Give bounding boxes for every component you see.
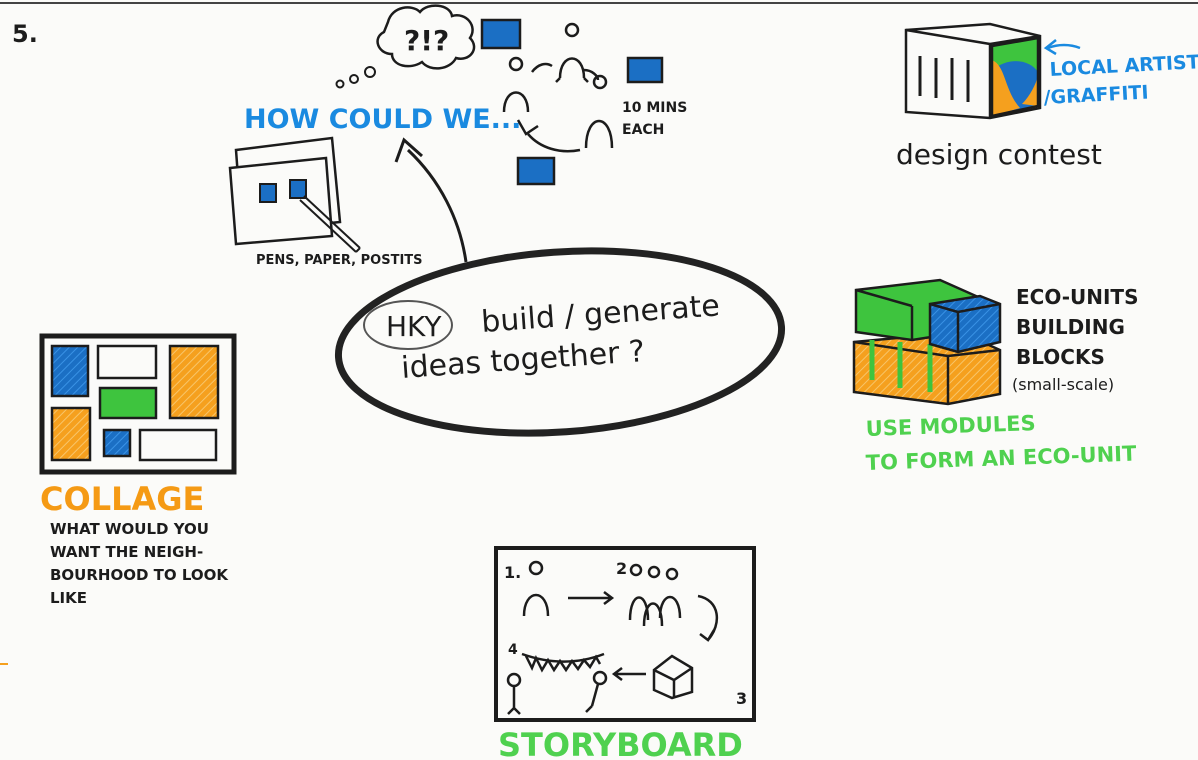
how-could-we-section: HOW COULD WE... ?!? 10 MINS EACH (244, 4, 687, 186)
eco-units-section: ECO-UNITS BUILDING BLOCKS (small-scale) … (852, 278, 1138, 475)
collage-desc-1: WHAT WOULD YOU (50, 520, 209, 538)
eco-units-line-3: BLOCKS (1016, 345, 1105, 369)
cycle-arrow-head (516, 119, 539, 136)
eco-units-caption-2: TO FORM AN ECO-UNIT (865, 442, 1137, 475)
blue-module-icon (928, 294, 1002, 354)
cycle-arrow (531, 62, 553, 73)
person-icon (585, 670, 608, 713)
thought-dot (364, 66, 376, 78)
sticky-note-icon (516, 156, 556, 186)
eco-units-line-4: (small-scale) (1012, 375, 1114, 394)
how-could-we-heading: HOW COULD WE... (244, 104, 521, 135)
page-number: 5. (12, 20, 38, 48)
thought-bubble (376, 4, 476, 70)
storyboard-step-3: 3 (736, 689, 747, 708)
hky-label: HKY (386, 310, 442, 343)
cycle-arrow (527, 133, 581, 153)
sticky-note-icon (480, 18, 522, 50)
graffiti-label: /GRAFFITI (1043, 82, 1149, 109)
arrow-head (394, 137, 423, 163)
postit-icon (289, 179, 307, 199)
local-artist-label: LOCAL ARTIST (1049, 51, 1198, 81)
annotation-arrow (1047, 43, 1081, 50)
arrow-icon (697, 594, 719, 642)
thought-dot (349, 74, 359, 84)
materials-section: PENS, PAPER, POSTITS (228, 136, 423, 268)
storyboard-title: STORYBOARD (498, 726, 743, 760)
eco-units-line-2: BUILDING (1016, 315, 1125, 339)
storyboard-step-4: 4 (508, 642, 518, 658)
hky-circle (363, 300, 453, 350)
person-icon (584, 74, 614, 149)
collage-desc-3: BOURHOOD TO LOOK (50, 566, 229, 584)
house-icon (652, 654, 694, 700)
paper-icon (228, 156, 334, 246)
cycle-arrow (583, 68, 600, 81)
storyboard-step-1: 1. (504, 563, 521, 582)
thought-dot (335, 79, 345, 89)
central-ellipse (334, 247, 786, 437)
collage-title: COLLAGE (40, 480, 204, 518)
arrow-icon (611, 667, 646, 681)
person-icon (555, 22, 589, 83)
materials-label: PENS, PAPER, POSTITS (256, 253, 423, 268)
storyboard-step-2: 2 (616, 559, 627, 578)
question-line-1: build / generate (480, 288, 721, 340)
person-icon (502, 56, 530, 113)
duration-line-1: 10 MINS (622, 100, 687, 116)
design-contest-caption: design contest (896, 138, 1102, 171)
eco-units-line-1: ECO-UNITS (1016, 285, 1138, 309)
arrow-to-how-could-we (406, 148, 468, 263)
duration-line-2: EACH (622, 122, 664, 138)
graffiti-orange (992, 60, 1020, 116)
group-icon (628, 563, 682, 627)
collage-desc-4: LIKE (50, 589, 87, 607)
storyboard-section: 1. 2 3 4 (494, 546, 756, 760)
postit-icon (259, 183, 277, 203)
pen-icon (299, 195, 361, 253)
arrow-icon (568, 591, 615, 605)
person-icon (506, 672, 522, 715)
thought-text: ?!? (404, 24, 449, 57)
central-question: HKY build / generate ideas together ? (334, 247, 786, 437)
person-icon (522, 560, 550, 617)
eco-units-caption-1: USE MODULES (865, 411, 1036, 441)
collage-desc-2: WANT THE NEIGH- (50, 543, 203, 561)
sticky-note-icon (626, 56, 664, 84)
design-contest-section: LOCAL ARTIST /GRAFFITI design contest (896, 22, 1198, 171)
collage-section: COLLAGE WHAT WOULD YOU WANT THE NEIGH- B… (39, 333, 237, 607)
